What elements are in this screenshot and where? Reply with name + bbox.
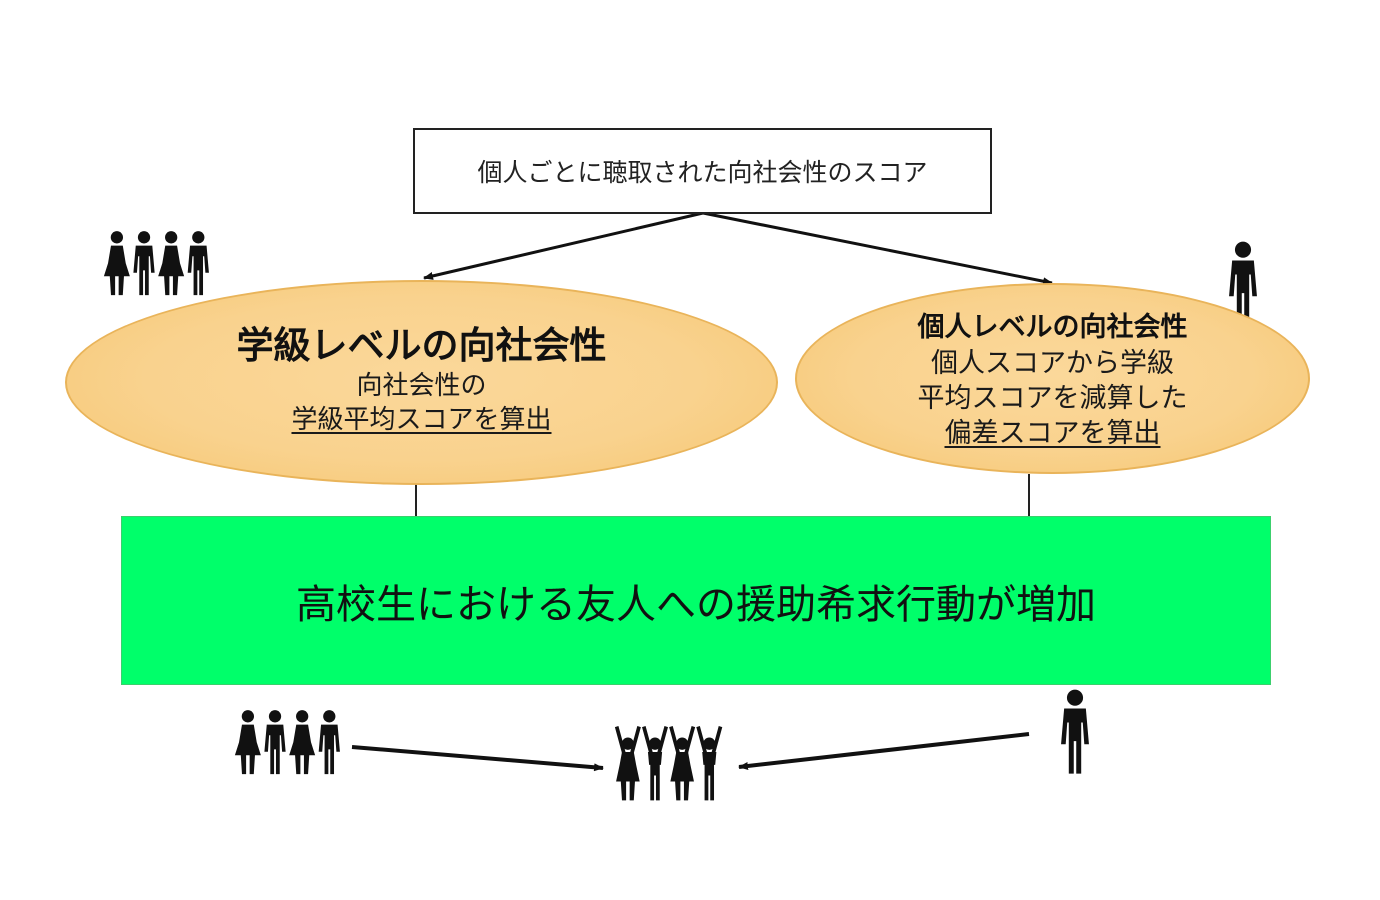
source-score-box: 個人ごとに聴取された向社会性のスコア: [413, 128, 992, 214]
individual-level-title: 個人レベルの向社会性: [917, 312, 1188, 343]
single-person-icon: [1061, 689, 1089, 774]
outcome-box: 高校生における友人への援助希求行動が増加: [121, 516, 1271, 685]
group-of-four-people-icon: [235, 710, 340, 774]
cheering-group-icon: [614, 725, 723, 801]
class-level-line2: 学級平均スコアを算出: [291, 404, 552, 435]
class-level-ellipse: 学級レベルの向社会性 向社会性の 学級平均スコアを算出: [65, 280, 778, 485]
arrow-class-to-cheer: [351, 745, 604, 772]
arrow-individual-to-cheer: [738, 732, 1030, 770]
arrow-to-class-level: [423, 211, 704, 280]
individual-level-ellipse: 個人レベルの向社会性 個人スコアから学級 平均スコアを減算した 偏差スコアを算出: [795, 283, 1310, 474]
individual-level-line3: 偏差スコアを算出: [944, 418, 1161, 449]
source-score-text: 個人ごとに聴取された向社会性のスコア: [477, 158, 928, 187]
individual-level-line2: 平均スコアを減算した: [917, 383, 1188, 414]
class-level-line1: 向社会性の: [356, 370, 487, 401]
arrow-to-individual-level: [702, 211, 1053, 286]
individual-level-line1: 個人スコアから学級: [931, 348, 1174, 379]
group-of-four-people-icon: [104, 231, 209, 295]
class-level-title: 学級レベルの向社会性: [236, 323, 607, 367]
outcome-text: 高校生における友人への援助希求行動が増加: [296, 581, 1096, 628]
